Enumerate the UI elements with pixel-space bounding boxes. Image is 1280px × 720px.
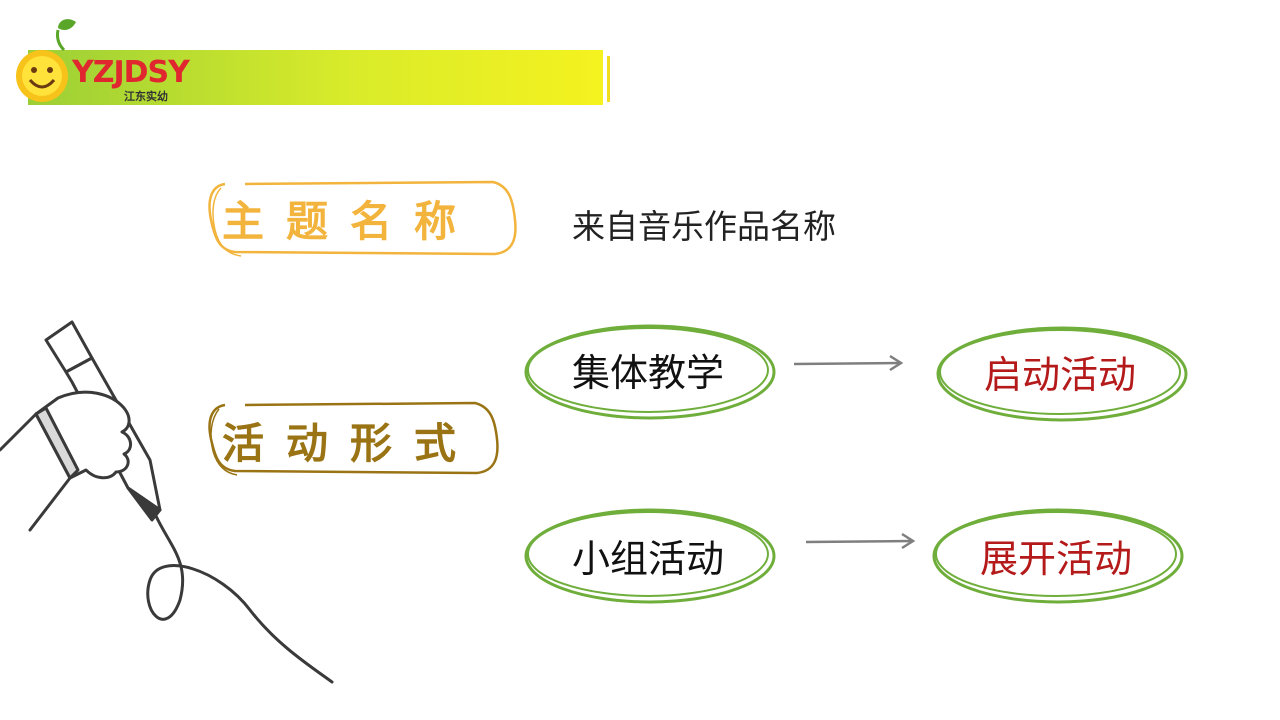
node-small-group-activity: 小组活动: [571, 537, 724, 581]
node-collective-teaching: 集体教学: [571, 351, 724, 395]
hand-pen-illustration: [0, 320, 334, 684]
node-expand-activity: 展开活动: [979, 537, 1132, 581]
topic-value: 来自音乐作品名称: [572, 207, 836, 246]
ellipse-expand: [932, 508, 1184, 604]
logo-brand: YZJDSY: [71, 55, 191, 90]
node-start-activity: 启动活动: [983, 353, 1136, 397]
ellipse-small-group: [524, 508, 776, 604]
header-band: [28, 50, 610, 105]
ellipse-collective: [524, 324, 776, 420]
logo-smiley-icon: [16, 19, 76, 102]
activity-form-label-frame: [208, 401, 499, 476]
arrow-right-icon: [793, 354, 904, 372]
arrow-right-icon: [805, 532, 916, 550]
activity-form-label: 活动形式: [222, 419, 479, 468]
logo: YZJDSY 江东实幼: [16, 19, 192, 103]
topic-label: 主题名称: [222, 197, 479, 246]
topic-label-frame: [208, 180, 517, 257]
ellipse-start: [936, 326, 1188, 422]
logo-subtitle: 江东实幼: [124, 89, 168, 103]
